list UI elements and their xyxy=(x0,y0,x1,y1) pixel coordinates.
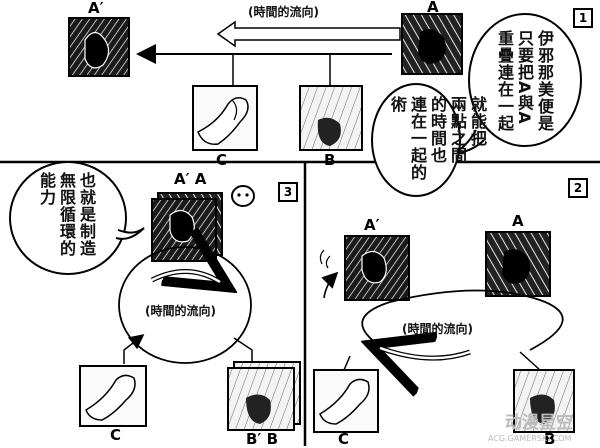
bubble-3-line-1: 也就是制造 xyxy=(77,172,96,257)
p2-label-c: C xyxy=(338,430,350,448)
bubble-1 xyxy=(468,13,582,147)
bubble-3 xyxy=(9,161,127,275)
p2-jump-arrow xyxy=(321,271,339,299)
panel-3 xyxy=(79,185,301,431)
p3-label-b-prime-b: B′ B xyxy=(246,430,279,448)
bubble-3-line-3: 能力 xyxy=(37,172,56,206)
p1-flow-arrow xyxy=(216,20,401,48)
p2-label-a: A xyxy=(512,212,524,230)
panel-1 xyxy=(68,13,463,151)
p1-label-c: C xyxy=(216,151,228,169)
p3-label-a-prime-a: A′ A xyxy=(174,170,207,188)
bubble-1-text: 伊邪那美便是 只要把A與A 重疊連在一起 xyxy=(494,30,554,142)
p1-label-a: A xyxy=(427,0,439,16)
bubble-2 xyxy=(371,83,461,197)
watermark-logo: 动漫星空 xyxy=(505,413,573,433)
p2-flow-label: (時間的流向) xyxy=(402,322,473,336)
bubble-2-line-3: 的時間也 xyxy=(428,96,447,164)
bubble-2-line-2: 兩點之間 xyxy=(448,96,467,164)
p3-flow-label: (時間的流向) xyxy=(145,304,216,318)
p2-label-b: B xyxy=(544,430,556,448)
p3-face-icon xyxy=(231,185,255,207)
bubble-1-line-1: 伊邪那美便是 xyxy=(535,30,554,132)
watermark-site: ACG.GAMERSKY.COM xyxy=(488,434,572,443)
bubble-1-line-2: 只要把A與A xyxy=(515,30,534,125)
p2-label-a-prime: A′ xyxy=(364,216,380,234)
panel-number-2: 2 xyxy=(568,178,588,198)
bubble-2-line-1: 就能把 xyxy=(468,96,487,147)
panel-number-1: 1 xyxy=(573,8,593,28)
bubble-2-text: 就能把 兩點之間 的時間也 連在一起的術 xyxy=(387,96,487,196)
p1-label-b: B xyxy=(324,151,336,169)
p2-loop-arc xyxy=(361,289,564,351)
panel-2 xyxy=(313,231,575,433)
p1-flow-label: (時間的流向) xyxy=(248,5,319,19)
bubble-2-line-4: 連在一起的術 xyxy=(388,96,427,181)
bubble-3-line-2: 無限循環的 xyxy=(57,172,76,257)
p1-label-a-prime: A′ xyxy=(88,0,104,17)
panel-number-3: 3 xyxy=(278,182,298,202)
bubble-3-text: 也就是制造 無限循環的 能力 xyxy=(36,172,96,272)
bubble-1-line-3: 重疊連在一起 xyxy=(495,30,514,132)
p3-label-c: C xyxy=(110,426,122,444)
